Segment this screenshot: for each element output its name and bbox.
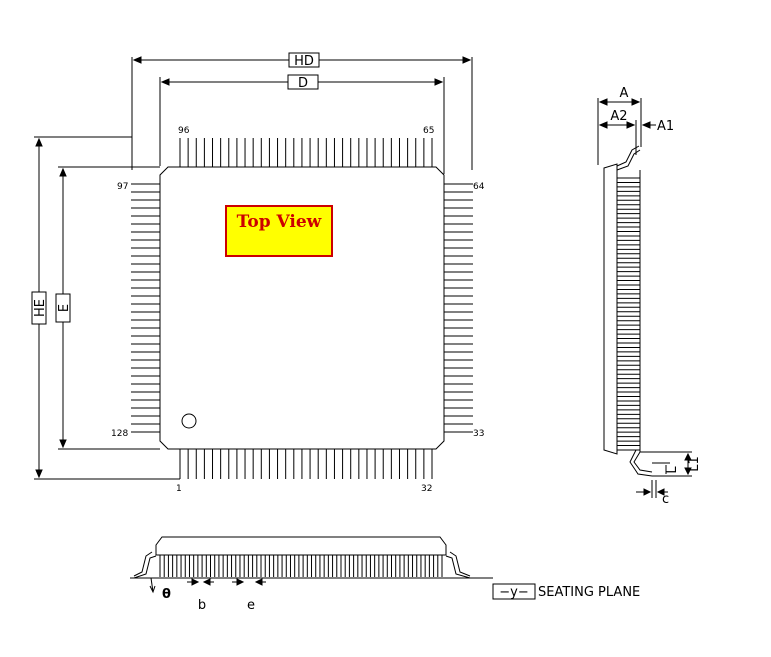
pin-label-1: 1 [176,484,182,494]
top-view-label-box [225,205,333,257]
dim-e-pitch-label: e [247,598,255,613]
pin-label-96: 96 [178,126,190,136]
dim-a-label: A [620,86,629,101]
seating-plane-label: SEATING PLANE [538,585,640,600]
pin-label-128: 128 [111,429,128,439]
dim-he-label: HE [33,299,48,317]
dim-d [159,74,445,174]
pin-label-32: 32 [421,484,432,494]
front-leads [159,555,443,577]
pin-label-97: 97 [117,182,128,192]
dim-hd [131,52,473,170]
dim-he [31,136,180,480]
dim-a1-label: A1 [657,119,674,134]
side-view [597,98,692,498]
dim-hd-label: HD [294,54,314,69]
pin1-marker [181,413,197,429]
dim-c-label: c [662,492,669,507]
front-view [130,536,536,600]
dim-b-label: b [198,598,206,613]
dim-theta-label: θ [162,587,171,602]
leads-bottom [179,449,433,479]
dim-l1-label: L1 [687,456,702,472]
front-body [155,536,447,556]
dim-l-label: L [665,466,680,474]
leads-left [131,183,160,433]
pin-label-64: 64 [473,182,485,192]
leads-top [179,138,433,167]
side-body [603,163,618,455]
pin-label-33: 33 [473,429,484,439]
top-view [131,138,473,479]
side-leads [617,170,641,452]
leads-right [444,183,473,433]
pin-label-65: 65 [423,126,434,136]
datum-y-label: −y− [499,585,528,600]
dim-d-label: D [298,76,308,91]
dim-e [55,166,160,450]
dim-e-label: E [57,304,72,312]
top-view-label: Top View [237,212,322,232]
dim-a2-label: A2 [610,109,627,124]
